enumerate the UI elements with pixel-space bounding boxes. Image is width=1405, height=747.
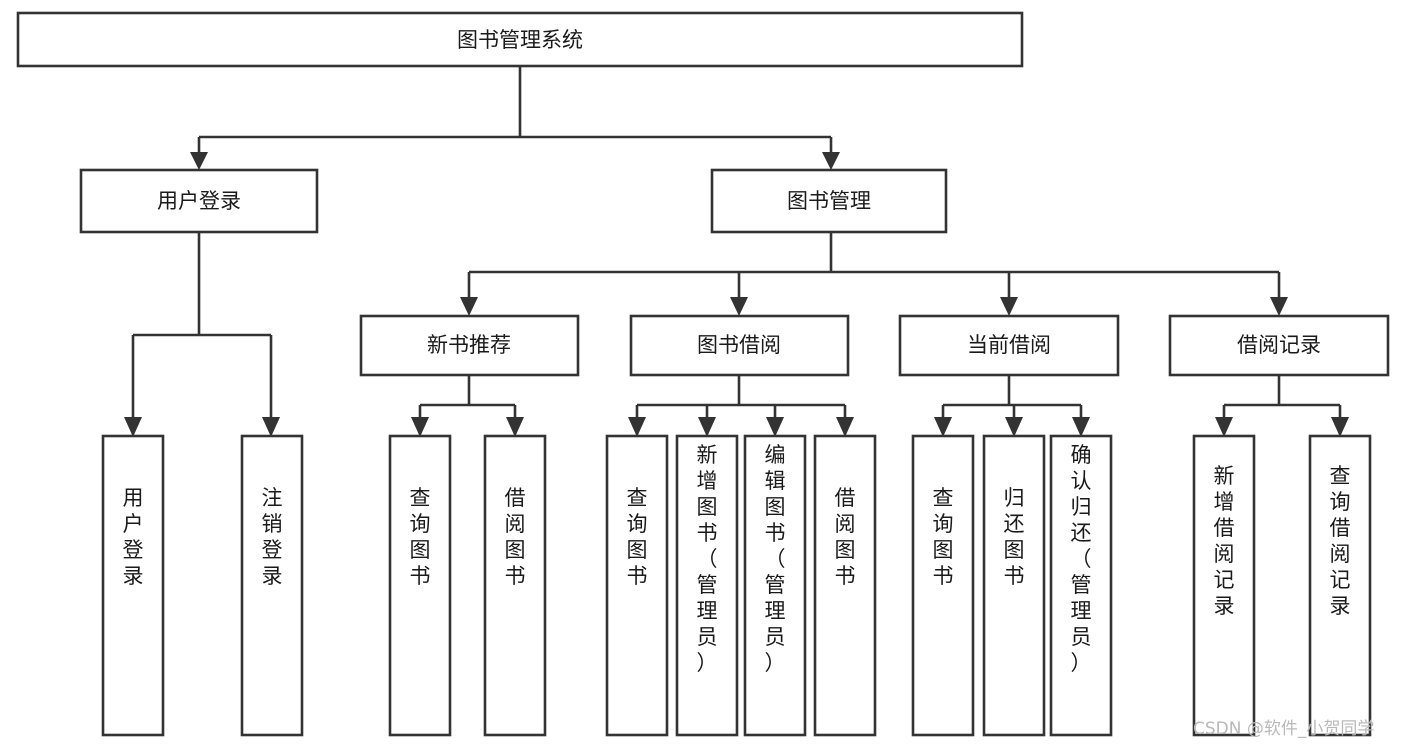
node-leaf-query-record-box[interactable] <box>1308 434 1372 737</box>
node-root-box[interactable] <box>16 11 1024 68</box>
node-borrow-record[interactable]: 借阅记录 <box>1168 314 1390 377</box>
arrowhead-borrow-record <box>1270 297 1288 316</box>
node-borrow-record-label: 借阅记录 <box>1237 333 1321 357</box>
arrowhead-user-login <box>190 152 208 170</box>
arrowhead-leaf-add-book <box>698 417 716 437</box>
node-leaf-user-login-box[interactable] <box>101 434 165 737</box>
arrowhead-leaf-borrow-book-1 <box>506 417 524 437</box>
node-leaf-query-book-2-box[interactable] <box>605 434 669 737</box>
connectors-root-to-level1 <box>190 66 840 170</box>
arrowhead-book-borrow <box>730 297 748 316</box>
node-leaf-user-login[interactable]: 用户登录 <box>101 434 165 737</box>
node-leaf-add-record-box[interactable] <box>1192 434 1256 737</box>
node-leaf-query-book-1-box[interactable] <box>388 434 452 737</box>
connectors-book-manage-to-level2 <box>460 232 1288 316</box>
node-book-borrow-label: 图书借阅 <box>697 333 781 357</box>
arrowhead-leaf-return-book <box>1005 417 1023 437</box>
node-leaf-borrow-book-1[interactable]: 借阅图书 <box>483 434 547 737</box>
node-leaf-confirm-return-box[interactable] <box>1049 434 1113 737</box>
node-leaf-query-record[interactable]: 查询借阅记录 <box>1308 434 1372 737</box>
node-leaf-add-record-label: 新增借阅记录 <box>1214 464 1235 618</box>
connectors-user-login-to-leaves <box>124 232 280 437</box>
node-leaf-confirm-return[interactable]: 确认归还（管理员） <box>1049 434 1113 737</box>
node-user-login-label: 用户登录 <box>157 189 241 213</box>
node-leaf-add-book-label: 新增图书（管理员） <box>697 443 718 675</box>
connectors-current-borrow-to-leaves <box>934 375 1090 437</box>
connectors-new-book-recommend-to-leaves <box>411 375 524 437</box>
node-book-borrow[interactable]: 图书借阅 <box>629 314 850 377</box>
node-leaf-confirm-return-label: 确认归还（管理员） <box>1071 443 1092 675</box>
node-current-borrow-box[interactable] <box>898 314 1120 377</box>
node-leaf-query-book-3[interactable]: 查询图书 <box>911 434 975 737</box>
node-leaf-edit-book-box[interactable] <box>743 434 807 737</box>
node-leaf-query-book-2-label: 查询图书 <box>627 486 648 588</box>
connectors-book-borrow-to-leaves <box>628 375 854 437</box>
arrowhead-leaf-edit-book <box>766 417 784 437</box>
node-user-login[interactable]: 用户登录 <box>79 168 319 234</box>
node-leaf-borrow-book-1-box[interactable] <box>483 434 547 737</box>
node-root-label: 图书管理系统 <box>457 28 583 52</box>
node-leaf-query-book-2[interactable]: 查询图书 <box>605 434 669 737</box>
node-leaf-borrow-book-2-label: 借阅图书 <box>835 486 856 588</box>
node-current-borrow-label: 当前借阅 <box>967 333 1051 357</box>
node-leaf-query-book-3-box[interactable] <box>911 434 975 737</box>
node-leaf-user-logout[interactable]: 注销登录 <box>240 434 304 737</box>
node-leaf-add-book[interactable]: 新增图书（管理员） <box>675 434 739 737</box>
node-leaf-user-logout-label: 注销登录 <box>262 486 283 588</box>
node-book-borrow-box[interactable] <box>629 314 850 377</box>
node-user-login-box[interactable] <box>79 168 319 234</box>
node-leaf-borrow-book-1-label: 借阅图书 <box>505 486 526 588</box>
node-leaf-query-book-1-label: 查询图书 <box>410 486 431 588</box>
arrowhead-leaf-query-record <box>1331 417 1349 437</box>
node-leaf-user-login-label: 用户登录 <box>123 486 144 588</box>
arrowhead-leaf-query-book-3 <box>934 417 952 437</box>
node-new-book-recommend-label: 新书推荐 <box>427 333 511 357</box>
node-leaf-return-book-label: 归还图书 <box>1004 486 1025 588</box>
arrowhead-leaf-query-book-1 <box>411 417 429 437</box>
connectors-borrow-record-to-leaves <box>1215 375 1349 437</box>
node-leaf-edit-book-label: 编辑图书（管理员） <box>765 443 786 675</box>
arrowhead-leaf-borrow-book-2 <box>836 417 854 437</box>
node-leaf-return-book-box[interactable] <box>982 434 1046 737</box>
arrowhead-leaf-add-record <box>1215 417 1233 437</box>
node-book-manage-box[interactable] <box>710 168 948 234</box>
node-book-manage-label: 图书管理 <box>787 189 871 213</box>
node-leaf-borrow-book-2-box[interactable] <box>813 434 877 737</box>
node-leaf-add-book-box[interactable] <box>675 434 739 737</box>
node-leaf-return-book[interactable]: 归还图书 <box>982 434 1046 737</box>
watermark-label: CSDN @软件_小贺同学 <box>1193 719 1374 739</box>
arrowhead-leaf-user-login <box>124 417 142 437</box>
node-leaf-query-book-1[interactable]: 查询图书 <box>388 434 452 737</box>
node-leaf-add-record[interactable]: 新增借阅记录 <box>1192 434 1256 737</box>
node-book-manage[interactable]: 图书管理 <box>710 168 948 234</box>
node-borrow-record-box[interactable] <box>1168 314 1390 377</box>
arrowhead-leaf-user-logout <box>262 417 280 437</box>
arrowhead-current-borrow <box>1000 297 1018 316</box>
node-leaf-borrow-book-2[interactable]: 借阅图书 <box>813 434 877 737</box>
node-leaf-user-logout-box[interactable] <box>240 434 304 737</box>
arrowhead-leaf-query-book-2 <box>628 417 646 437</box>
node-root[interactable]: 图书管理系统 <box>16 11 1024 68</box>
node-leaf-query-book-3-label: 查询图书 <box>933 486 954 588</box>
arrowhead-leaf-confirm-return <box>1072 417 1090 437</box>
node-new-book-recommend-box[interactable] <box>359 314 580 377</box>
arrowhead-new-book-recommend <box>460 297 478 316</box>
arrowhead-book-manage <box>822 152 840 170</box>
node-leaf-edit-book[interactable]: 编辑图书（管理员） <box>743 434 807 737</box>
node-leaf-query-record-label: 查询借阅记录 <box>1330 464 1351 618</box>
node-new-book-recommend[interactable]: 新书推荐 <box>359 314 580 377</box>
node-current-borrow[interactable]: 当前借阅 <box>898 314 1120 377</box>
